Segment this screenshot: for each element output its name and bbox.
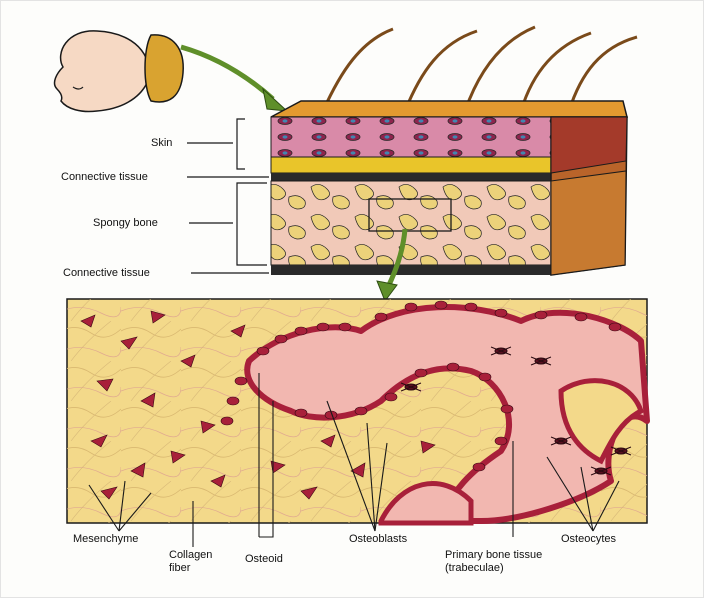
label-osteocytes: Osteocytes — [561, 533, 616, 545]
label-spongy-bone: Spongy bone — [93, 217, 158, 229]
skull-region-highlight — [145, 35, 183, 102]
infant-head — [55, 31, 184, 112]
label-mesenchyme: Mesenchyme — [73, 533, 138, 545]
histology-panel — [67, 299, 647, 523]
label-primary-bone-tissue: Primary bone tissue — [445, 549, 542, 561]
hairs — [323, 27, 637, 111]
label-trabeculae: (trabeculae) — [445, 562, 504, 574]
label-skin: Skin — [151, 137, 172, 149]
layer-brackets — [187, 119, 269, 273]
zoom-arrow-top — [181, 47, 287, 111]
label-collagen: Collagen — [169, 549, 212, 561]
tissue-block — [271, 101, 627, 275]
label-osteoblasts: Osteoblasts — [349, 533, 407, 545]
label-fiber: fiber — [169, 562, 190, 574]
label-osteoid: Osteoid — [245, 553, 283, 565]
label-connective-tissue-bottom: Connective tissue — [63, 267, 150, 279]
label-connective-tissue-top: Connective tissue — [61, 171, 148, 183]
